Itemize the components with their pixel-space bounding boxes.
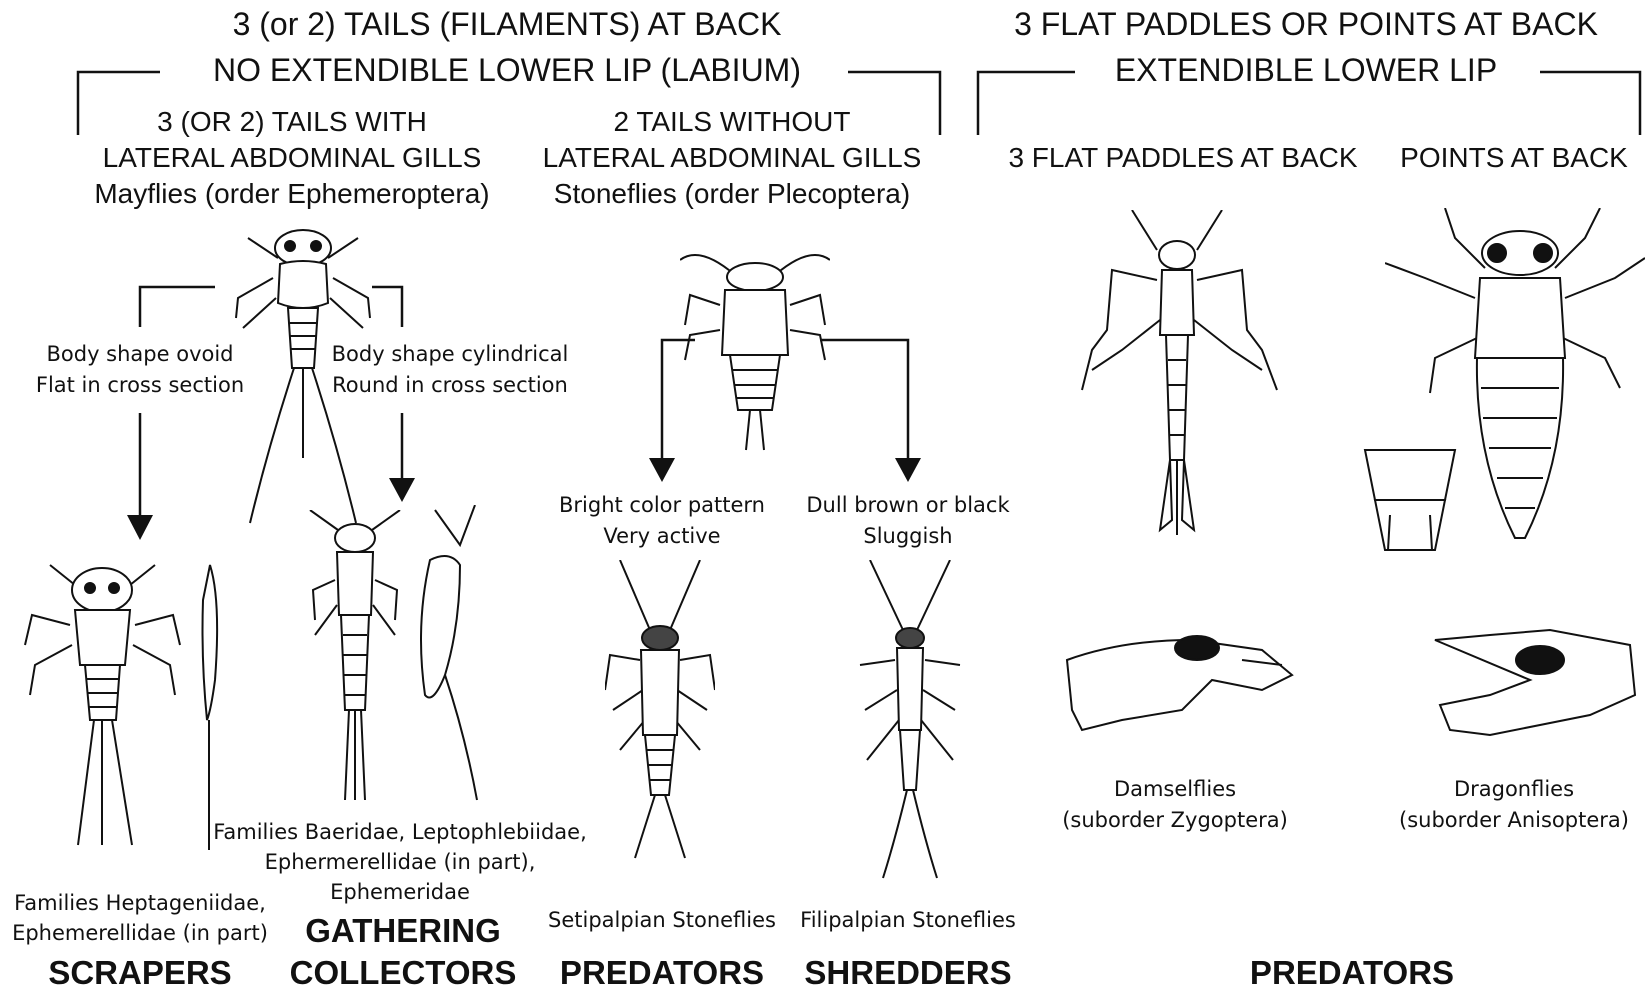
category-gathering-line1: GATHERING xyxy=(305,913,501,949)
stonefly-group-line1: 2 TAILS WITHOUT xyxy=(614,106,851,138)
category-shredders: SHREDDERS xyxy=(804,955,1011,991)
dull-label-line1: Dull brown or black xyxy=(806,490,1009,520)
damsel-paddles-heading: 3 FLAT PADDLES AT BACK xyxy=(1008,142,1357,174)
gathering-side-view-icon xyxy=(405,505,485,805)
bright-arrowhead xyxy=(649,458,675,482)
ovoid-branch-line xyxy=(140,287,215,327)
ovoid-label-line2: Flat in cross section xyxy=(36,370,244,400)
damselfly-nymph-icon xyxy=(1062,210,1292,540)
setipalpian-stonefly-icon xyxy=(605,560,715,860)
mayfly-group-line1: 3 (OR 2) TAILS WITH xyxy=(157,106,427,138)
left-bracket-left xyxy=(78,72,160,135)
damselflies-label-line2: (suborder Zygoptera) xyxy=(1062,805,1288,835)
right-header-subtitle: EXTENDIBLE LOWER LIP xyxy=(1115,52,1497,88)
left-header-subtitle: NO EXTENDIBLE LOWER LIP (LABIUM) xyxy=(213,52,801,88)
category-gathering-line2: COLLECTORS xyxy=(290,955,517,991)
stonefly-group-line3: Stoneflies (order Plecoptera) xyxy=(554,178,910,210)
damselfly-labium-icon xyxy=(1062,620,1302,740)
scraper-families-line1: Families Heptageniidae, xyxy=(14,888,266,918)
category-scrapers: SCRAPERS xyxy=(48,955,231,991)
dragonfly-labium-icon xyxy=(1430,625,1640,745)
bright-label-line1: Bright color pattern xyxy=(559,490,765,520)
mayfly-nymph-icon xyxy=(228,218,378,528)
dragonfly-tail-detail-icon xyxy=(1360,445,1460,555)
dragon-points-heading: POINTS AT BACK xyxy=(1400,142,1628,174)
filipalpian-stonefly-icon xyxy=(855,560,965,880)
right-bracket-left xyxy=(978,72,1075,135)
gathering-mayfly-icon xyxy=(305,510,405,805)
filipalpian-label: Filipalpian Stoneflies xyxy=(800,905,1016,935)
left-bracket-right xyxy=(848,72,940,135)
mayfly-group-line2: LATERAL ABDOMINAL GILLS xyxy=(103,142,482,174)
category-predators-stonefly: PREDATORS xyxy=(560,955,764,991)
dragonflies-label-line2: (suborder Anisoptera) xyxy=(1399,805,1629,835)
dull-branch-line xyxy=(820,340,908,458)
setipalpian-label: Setipalpian Stoneflies xyxy=(548,905,776,935)
right-bracket-right xyxy=(1540,72,1640,135)
ovoid-arrowhead xyxy=(127,515,153,540)
stonefly-group-line2: LATERAL ABDOMINAL GILLS xyxy=(543,142,922,174)
mayfly-group-line3: Mayflies (order Ephemeroptera) xyxy=(94,178,489,210)
damselflies-label-line1: Damselflies xyxy=(1114,774,1236,804)
scraper-families-line2: Ephemerellidae (in part) xyxy=(12,918,268,948)
bright-label-line2: Very active xyxy=(603,521,720,551)
cylindrical-arrowhead xyxy=(389,478,415,502)
ovoid-label-line1: Body shape ovoid xyxy=(46,339,233,369)
gathering-families-line1: Families Baeridae, Leptophlebiidae, xyxy=(213,817,587,847)
gathering-families-line2: Ephermerellidae (in part), xyxy=(265,847,536,877)
gathering-families-line3: Ephemeridae xyxy=(330,877,470,907)
dull-arrowhead xyxy=(895,458,921,482)
left-header-title: 3 (or 2) TAILS (FILAMENTS) AT BACK xyxy=(233,6,782,42)
stonefly-nymph-icon xyxy=(680,245,830,455)
scraper-mayfly-icon xyxy=(20,555,185,855)
dull-label-line2: Sluggish xyxy=(863,521,952,551)
dragonflies-label-line1: Dragonflies xyxy=(1454,774,1574,804)
right-header-title: 3 FLAT PADDLES OR POINTS AT BACK xyxy=(1014,6,1598,42)
scraper-side-view-icon xyxy=(195,560,225,855)
category-predators-odonata: PREDATORS xyxy=(1250,955,1454,991)
